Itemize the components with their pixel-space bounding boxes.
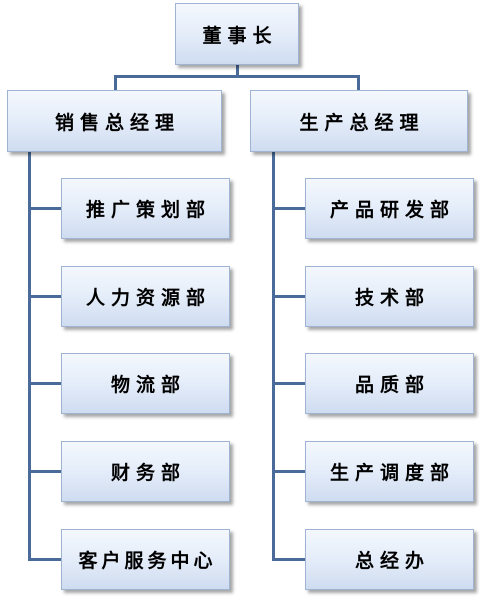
connector-production-branch-3 — [272, 382, 305, 385]
connector-production-trunk — [272, 152, 275, 561]
connector-production-branch-1 — [272, 207, 305, 210]
connector-sales-branch-3 — [28, 382, 61, 385]
node-production-dept-label: 生产调度部 — [329, 462, 455, 484]
node-sales-manager-label: 销售总经理 — [54, 111, 180, 134]
node-sales-dept-label: 物流部 — [110, 374, 186, 396]
connector-sales-branch-4 — [28, 470, 61, 473]
node-sales-dept: 物流部 — [61, 353, 230, 414]
connector-sales-trunk — [28, 152, 31, 561]
connector-production-branch-2 — [272, 295, 305, 298]
node-production-dept-label: 产品研发部 — [329, 199, 455, 221]
node-sales-dept-label: 推广策划部 — [85, 199, 211, 221]
connector-production-up — [357, 75, 360, 91]
node-sales-dept: 人力资源部 — [61, 266, 230, 327]
node-sales-dept: 推广策划部 — [61, 178, 230, 239]
node-production-manager: 生产总经理 — [250, 90, 468, 152]
node-chairman-label: 董事长 — [202, 24, 278, 47]
connector-sales-up — [114, 75, 117, 91]
connector-sales-branch-1 — [28, 207, 61, 210]
connector-chairman-down — [236, 64, 239, 77]
node-sales-dept-label: 客户服务中心 — [78, 550, 217, 572]
node-production-dept-label: 技术部 — [354, 287, 430, 309]
node-production-dept: 技术部 — [305, 266, 474, 327]
node-sales-dept-label: 人力资源部 — [85, 287, 211, 309]
node-sales-manager: 销售总经理 — [7, 90, 222, 152]
node-sales-dept-label: 财务部 — [110, 462, 186, 484]
node-sales-dept: 客户服务中心 — [61, 529, 230, 590]
node-production-dept: 产品研发部 — [305, 178, 474, 239]
connector-sales-branch-2 — [28, 295, 61, 298]
node-chairman: 董事长 — [175, 3, 299, 65]
node-production-manager-label: 生产总经理 — [299, 111, 425, 134]
node-production-dept: 总经办 — [305, 529, 474, 590]
node-production-dept-label: 总经办 — [354, 550, 430, 572]
connector-production-branch-5 — [272, 558, 305, 561]
node-sales-dept: 财务部 — [61, 441, 230, 502]
connector-production-branch-4 — [272, 470, 305, 473]
connector-managers-horizontal — [114, 75, 360, 78]
node-production-dept: 生产调度部 — [305, 441, 474, 502]
node-production-dept: 品质部 — [305, 353, 474, 414]
connector-sales-branch-5 — [28, 558, 61, 561]
node-production-dept-label: 品质部 — [354, 374, 430, 396]
